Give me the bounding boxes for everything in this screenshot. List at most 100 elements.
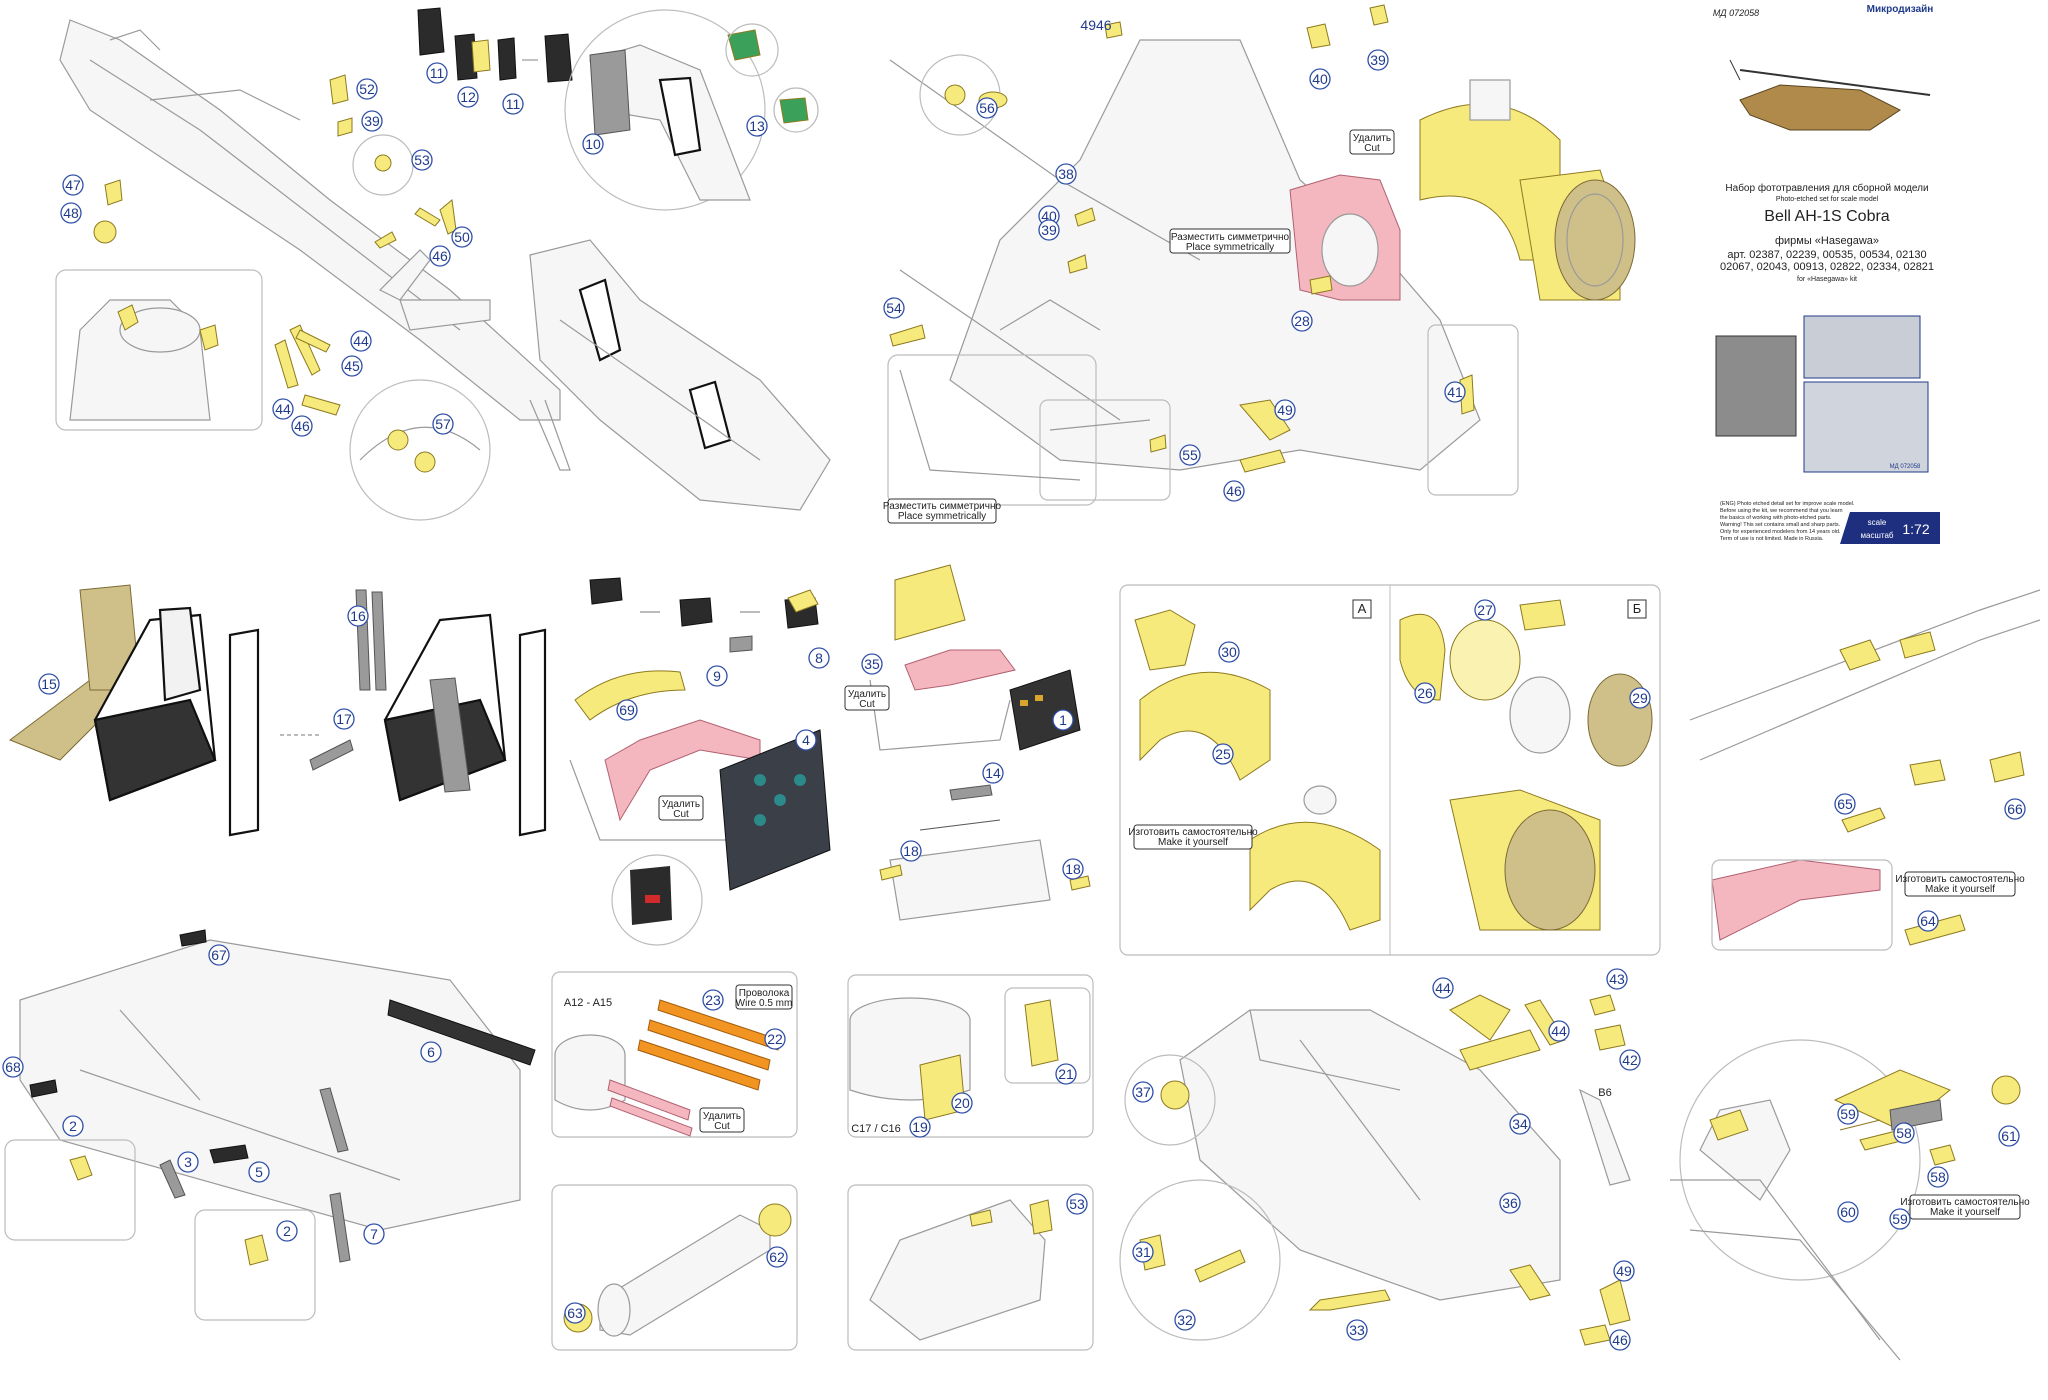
part-number: 65 — [1837, 796, 1853, 812]
part-number: 4 — [802, 732, 810, 748]
part-callout-21: 21 — [1055, 1063, 1077, 1085]
part-callout-55: 55 — [1179, 444, 1201, 466]
part-number: 46 — [1612, 1332, 1628, 1348]
part-number: 13 — [749, 118, 765, 134]
part-callout-10: 10 — [582, 133, 604, 155]
articles-line-1: арт. 02387, 02239, 00535, 00534, 02130 — [1727, 249, 1926, 261]
launcher-box — [551, 1184, 798, 1351]
svg-text:Удалить: Удалить — [1353, 133, 1391, 144]
upper-panel-group — [869, 564, 1091, 921]
part-callout-37: 37 — [1132, 1081, 1154, 1103]
part-callout-59b: 59 — [1889, 1208, 1911, 1230]
exhaust-boxes: А Б — [1119, 584, 1661, 956]
svg-text:масштаб: масштаб — [1861, 531, 1894, 540]
part-callout-38: 38 — [1055, 163, 1077, 185]
part-number: 16 — [350, 608, 366, 624]
svg-text:Make it yourself: Make it yourself — [1925, 884, 1995, 895]
svg-text:Изготовить самостоятельно: Изготовить самостоятельно — [1128, 827, 1258, 838]
part-number: 19 — [912, 1119, 928, 1135]
detail-inset-tail-rotor-hub — [55, 179, 341, 431]
part-number: 46 — [432, 248, 448, 264]
part-callout-40: 40 — [1309, 68, 1331, 90]
part-callout-7: 7 — [363, 1223, 385, 1245]
part-number: 21 — [1058, 1066, 1074, 1082]
part-callout-56: 56 — [976, 97, 998, 119]
part-number: 58 — [1930, 1169, 1946, 1185]
wire-tube-box — [551, 971, 798, 1138]
part-callout-27: 27 — [1474, 599, 1496, 621]
part-callout-58: 58 — [1893, 1122, 1915, 1144]
annotation-labels: Удалить Cut Разместить симметрично Place… — [564, 129, 2030, 1220]
notes: (ENG) Photo etched detail set for improv… — [1720, 501, 1855, 542]
part-number: 25 — [1215, 746, 1231, 762]
part-callout-49: 49 — [1274, 399, 1296, 421]
part-number: 56 — [979, 100, 995, 116]
part-callout-8: 8 — [808, 647, 830, 669]
part-number: 43 — [1609, 971, 1625, 987]
part-number: 49 — [1616, 1263, 1632, 1279]
part-callout-29: 29 — [1629, 687, 1651, 709]
svg-text:Make it yourself: Make it yourself — [1930, 1207, 2000, 1218]
part-number: 33 — [1349, 1322, 1365, 1338]
part-number: 48 — [63, 205, 79, 221]
part-number: 53 — [1069, 1196, 1085, 1212]
part-callout-11: 11 — [426, 62, 448, 84]
part-callout-68: 68 — [2, 1056, 24, 1078]
helicopter-illustration — [1729, 59, 1931, 131]
part-callout-19: 19 — [909, 1116, 931, 1138]
part-number: 39 — [1041, 222, 1057, 238]
part-number: 42 — [1622, 1052, 1638, 1068]
cockpit-floor-iso — [4, 929, 536, 1321]
part-callout-35: 35 — [861, 653, 883, 675]
svg-text:Удалить: Удалить — [662, 799, 700, 810]
part-callout-63: 63 — [564, 1302, 586, 1324]
detail-inset-rotor-mast — [349, 379, 491, 521]
articles-line-2: 02067, 02043, 00913, 02822, 02334, 02821 — [1720, 261, 1934, 273]
part-number: 57 — [435, 416, 451, 432]
part-number: 67 — [211, 947, 227, 963]
part-callout-28: 28 — [1291, 310, 1313, 332]
svg-text:B6: B6 — [1598, 1087, 1611, 1099]
part-callout-44d: 44 — [1548, 1020, 1570, 1042]
part-number: 18 — [1065, 861, 1081, 877]
part-callout-58b: 58 — [1927, 1166, 1949, 1188]
header-block: МД 072058 Микродизайн Набор фототравлени… — [1713, 4, 1940, 544]
svg-text:(ENG) Photo etched detail set: (ENG) Photo etched detail set for improv… — [1720, 501, 1855, 507]
part-number: 3 — [184, 1154, 192, 1170]
part-number: 58 — [1896, 1125, 1912, 1141]
part-number: 69 — [619, 702, 635, 718]
part-callout-46d: 46 — [1609, 1329, 1631, 1351]
stores-box — [847, 974, 1094, 1138]
part-callout-69: 69 — [616, 699, 638, 721]
part-callout-16: 16 — [347, 605, 369, 627]
seat-assembly — [8, 584, 547, 837]
scale-badge: scale масштаб 1:72 — [1840, 512, 1940, 544]
svg-text:Before using the kit, we recom: Before using the kit, we recommend that … — [1720, 508, 1843, 514]
part-callout-64: 64 — [1917, 910, 1939, 932]
part-callout-44b: 44 — [272, 398, 294, 420]
part-number: 44 — [353, 333, 369, 349]
part-callout-6: 6 — [420, 1041, 442, 1063]
part-number: 23 — [705, 992, 721, 1008]
part-number: 46 — [1226, 483, 1242, 499]
svg-text:1:72: 1:72 — [1902, 521, 1929, 537]
part-callout-26: 26 — [1414, 682, 1436, 704]
part-callout-44: 44 — [350, 330, 372, 352]
part-callout-39: 39 — [361, 110, 383, 132]
title-ru: Набор фототравления для сборной модели — [1725, 182, 1928, 194]
part-number: 7 — [370, 1226, 378, 1242]
part-number: 44 — [275, 401, 291, 417]
part-callout-45: 45 — [341, 355, 363, 377]
svg-text:Разместить симметрично: Разместить симметрично — [883, 501, 1002, 512]
part-number: 18 — [903, 843, 919, 859]
part-number: 15 — [41, 676, 57, 692]
part-callout-46c: 46 — [1223, 480, 1245, 502]
part-callout-32: 32 — [1174, 1309, 1196, 1331]
part-callout-66: 66 — [2004, 798, 2026, 820]
fret-code: МД 072058 — [1890, 464, 1921, 470]
box-a-label: А — [1358, 601, 1367, 616]
part-number: 2 — [283, 1223, 291, 1239]
svg-text:Проволока: Проволока — [739, 988, 790, 999]
svg-text:Only for experienced modelers: Only for experienced modelers from 14 ye… — [1720, 529, 1841, 535]
